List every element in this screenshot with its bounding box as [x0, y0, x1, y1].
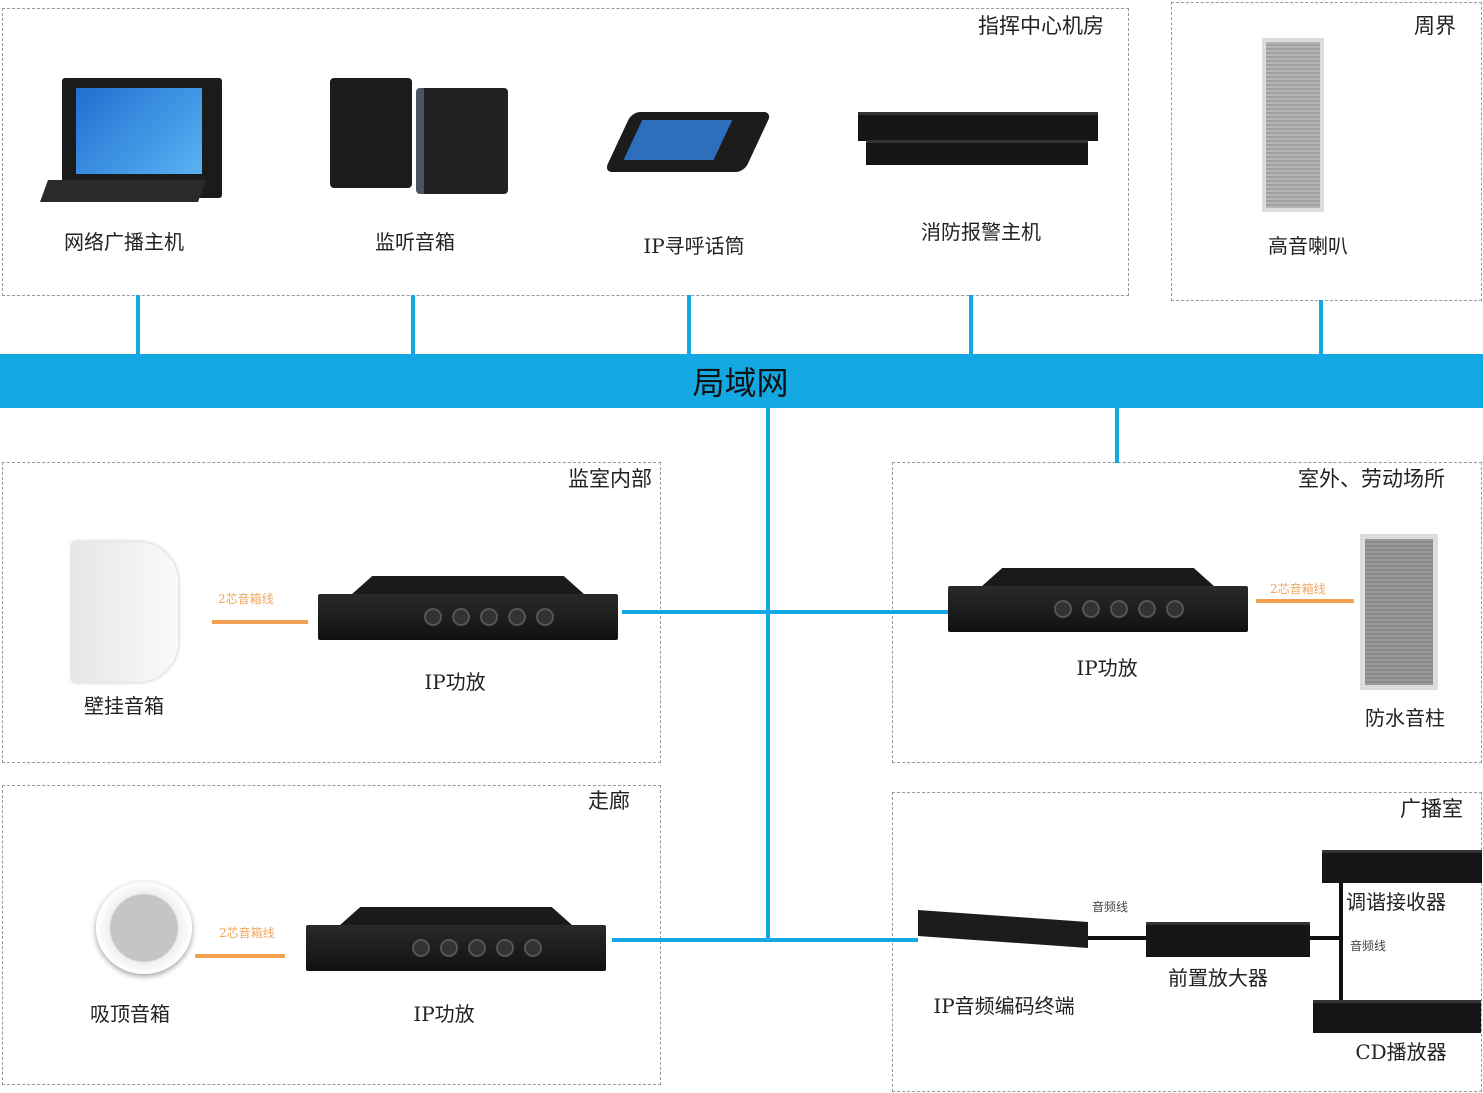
connector	[1115, 408, 1119, 463]
lan-label: 局域网	[692, 364, 789, 402]
device-label: 调谐接收器	[1346, 890, 1446, 914]
device-label: IP功放	[413, 1002, 475, 1026]
cable-label: 音频线	[1350, 939, 1387, 953]
device-label: IP寻呼话筒	[643, 234, 745, 258]
connector	[136, 295, 140, 355]
connector	[766, 408, 770, 942]
zone-command-center	[2, 8, 1129, 296]
cable-label: 音频线	[1092, 900, 1129, 914]
zone-title: 指挥中心机房	[978, 14, 1104, 38]
cable-label: 2芯音箱线	[1270, 582, 1326, 596]
zone-corridor	[2, 785, 661, 1085]
audio-cable	[1310, 936, 1340, 940]
fire-alarm-host-image	[866, 140, 1088, 165]
cable-label: 2芯音箱线	[219, 926, 275, 940]
device-label: 壁挂音箱	[84, 694, 164, 718]
ip-amplifier-image	[948, 586, 1248, 632]
device-label: IP功放	[1076, 656, 1138, 680]
connector	[411, 295, 415, 355]
connector	[612, 938, 918, 942]
ip-amplifier-image	[318, 594, 618, 640]
speaker-cable	[195, 954, 285, 958]
audio-cable	[1339, 880, 1343, 1006]
fire-alarm-host-image	[858, 112, 1098, 141]
monitor-speaker-image	[330, 78, 412, 188]
keyboard-tray	[39, 180, 207, 202]
preamplifier-image	[1146, 922, 1310, 957]
zone-title: 广播室	[1400, 797, 1463, 821]
ceiling-speaker-image	[96, 882, 192, 974]
lan-bar: 局域网	[0, 354, 1483, 408]
speaker-cable	[1256, 599, 1354, 603]
zone-studio	[892, 792, 1482, 1092]
cd-player-image	[1313, 1000, 1481, 1033]
zone-title: 监室内部	[568, 467, 652, 491]
device-label: 防水音柱	[1365, 706, 1445, 730]
ip-amplifier-image	[306, 925, 606, 971]
zone-title: 室外、劳动场所	[1298, 467, 1445, 491]
connector	[1319, 300, 1323, 355]
zone-title: 周界	[1414, 14, 1456, 38]
connector	[622, 610, 948, 614]
device-label: 网络广播主机	[64, 230, 184, 254]
connector	[969, 295, 973, 355]
speaker-cable	[212, 620, 308, 624]
device-label: 监听音箱	[375, 230, 455, 254]
broadcast-host-image	[62, 78, 222, 198]
device-label: IP功放	[424, 670, 486, 694]
device-label: 高音喇叭	[1268, 234, 1348, 258]
zone-title: 走廊	[588, 789, 630, 813]
cable-label: 2芯音箱线	[218, 592, 274, 606]
device-label: 消防报警主机	[921, 220, 1041, 244]
horn-speaker-image	[1262, 38, 1324, 212]
waterproof-column-speaker-image	[1360, 534, 1438, 690]
wall-speaker-image	[72, 542, 178, 682]
device-label: CD播放器	[1355, 1040, 1447, 1064]
device-label: 前置放大器	[1168, 966, 1268, 990]
tuner-image	[1322, 850, 1482, 883]
monitor-speaker-image	[416, 88, 508, 194]
paging-mic-image	[604, 112, 772, 172]
zone-perimeter	[1171, 2, 1482, 301]
audio-cable	[1088, 936, 1148, 940]
device-label: IP音频编码终端	[933, 994, 1075, 1018]
connector	[687, 295, 691, 355]
device-label: 吸顶音箱	[90, 1002, 170, 1026]
